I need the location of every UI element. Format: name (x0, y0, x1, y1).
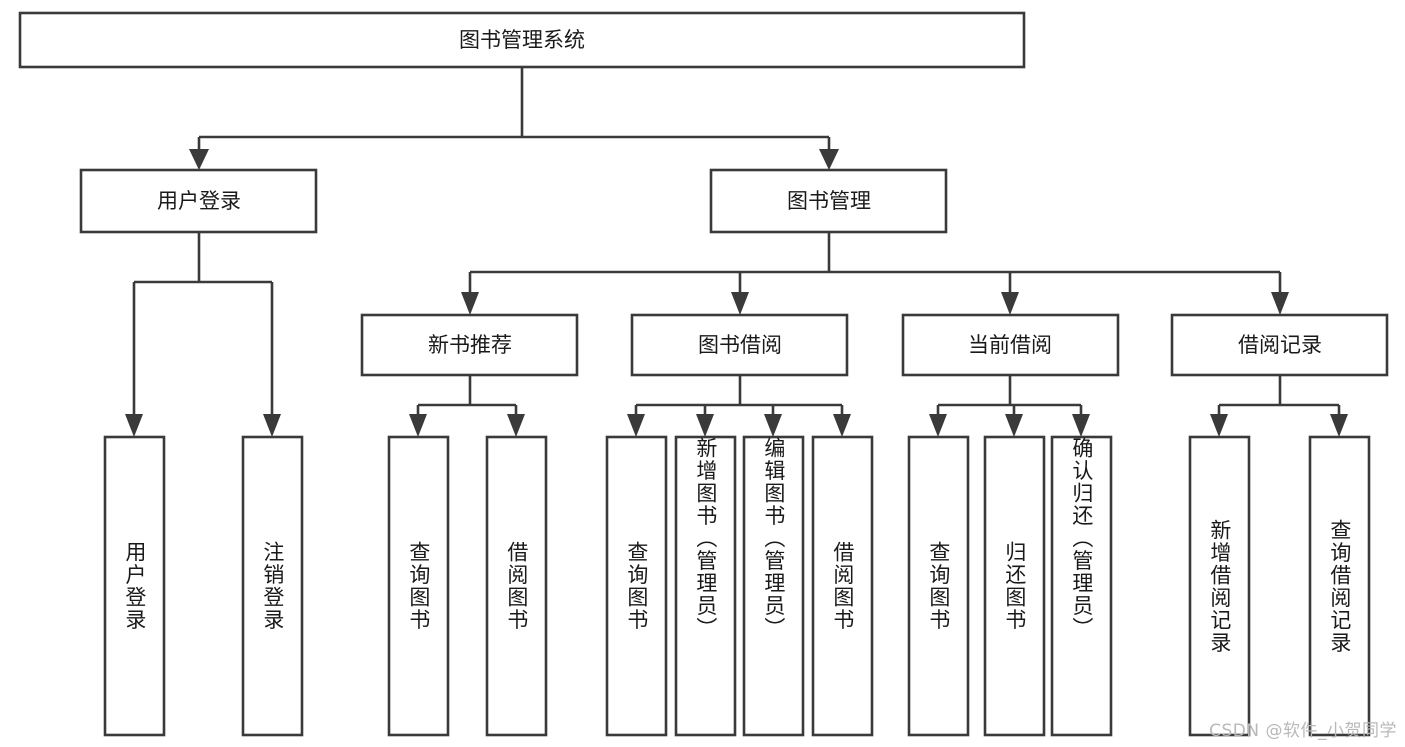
arrow-head-leaf-yonghudenglu (125, 414, 143, 437)
connector-group-xinshutuijian-to-leaves (409, 375, 525, 437)
arrow-head-leaf-querenguihuan (1072, 414, 1090, 437)
node-new-book-recommend-label: 新书推荐 (428, 333, 512, 357)
connector-group-bookmgmt-to-level3 (461, 232, 1289, 315)
connector-group-dangqianjieyue-to-leaves (929, 375, 1090, 437)
leaf-box-user-login[interactable] (103, 435, 166, 737)
arrow-head-leaf-chaxunjieyuejilu (1330, 414, 1348, 437)
leaf-box-borrow-book-1[interactable] (485, 435, 548, 737)
node-book-borrow[interactable]: 图书借阅 (630, 313, 849, 377)
node-user-login-box[interactable] (79, 168, 318, 234)
node-new-book-recommend[interactable]: 新书推荐 (360, 313, 579, 377)
leaf-box-return-book[interactable] (983, 435, 1046, 737)
connector-group-jieyuejilu-to-leaves (1210, 375, 1348, 437)
node-borrow-record[interactable]: 借阅记录 (1170, 313, 1389, 377)
arrow-head-dangqianjieyue (1001, 292, 1019, 315)
node-root[interactable]: 图书管理系统 (18, 11, 1026, 69)
arrow-head-leaf-bianjitushu (764, 414, 782, 437)
arrow-head-leaf-jieyuetushu-2 (833, 414, 851, 437)
node-book-borrow-box[interactable] (630, 313, 849, 377)
node-book-management[interactable]: 图书管理 (709, 168, 948, 234)
leaf-box-borrow-book-2[interactable] (811, 435, 874, 737)
node-root-label: 图书管理系统 (459, 28, 585, 52)
node-book-borrow-label: 图书借阅 (698, 333, 782, 357)
arrow-head-leaf-chaxuntushu-1 (409, 414, 427, 437)
node-new-book-recommend-box[interactable] (360, 313, 579, 377)
node-current-borrow[interactable]: 当前借阅 (901, 313, 1120, 377)
leaf-box-query-book-1[interactable] (387, 435, 450, 737)
node-current-borrow-label: 当前借阅 (968, 333, 1052, 357)
node-book-management-box[interactable] (709, 168, 948, 234)
node-borrow-record-box[interactable] (1170, 313, 1389, 377)
node-user-login-label: 用户登录 (157, 189, 241, 213)
connector-group-userlogin-to-leaves (125, 232, 281, 437)
leaf-box-query-book-2[interactable] (605, 435, 668, 737)
arrow-head-xinshutuijian (461, 292, 479, 315)
arrow-head-tushujieyue (731, 292, 749, 315)
leaf-box-query-book-3[interactable] (907, 435, 970, 737)
arrow-head-user-login (189, 149, 209, 170)
arrow-head-leaf-chaxuntushu-2 (627, 414, 645, 437)
arrow-head-book-mgmt (819, 149, 839, 170)
connector-group-tushujieyue-to-leaves (627, 375, 851, 437)
leaf-box-add-borrow-record[interactable] (1188, 435, 1251, 737)
leaf-box-confirm-return-admin[interactable] (1050, 435, 1113, 737)
node-current-borrow-box[interactable] (901, 313, 1120, 377)
arrow-head-leaf-zhuxiaodenglu (263, 414, 281, 437)
leaf-box-logout-login[interactable] (241, 435, 304, 737)
arrow-head-leaf-jieyuetushu-1 (507, 414, 525, 437)
leaf-box-query-borrow-record[interactable] (1308, 435, 1371, 737)
node-book-management-label: 图书管理 (787, 189, 871, 213)
arrow-head-leaf-chaxuntushu-3 (929, 414, 947, 437)
arrow-head-jieyuejilu (1271, 292, 1289, 315)
node-user-login[interactable]: 用户登录 (79, 168, 318, 234)
csdn-watermark: CSDN @软件_小贺同学 (1209, 721, 1397, 741)
connector-group-root-to-level2 (189, 67, 839, 170)
leaf-box-edit-book-admin[interactable] (742, 435, 805, 737)
arrow-head-leaf-xinzengjieyuejilu (1210, 414, 1228, 437)
node-borrow-record-label: 借阅记录 (1238, 333, 1322, 357)
arrow-head-leaf-guihuantushu (1005, 414, 1023, 437)
leaf-box-add-book-admin[interactable] (674, 435, 737, 737)
leaf-box-group (103, 435, 1371, 737)
node-root-box[interactable] (18, 11, 1026, 69)
arrow-head-leaf-xinzengtushu (696, 414, 714, 437)
